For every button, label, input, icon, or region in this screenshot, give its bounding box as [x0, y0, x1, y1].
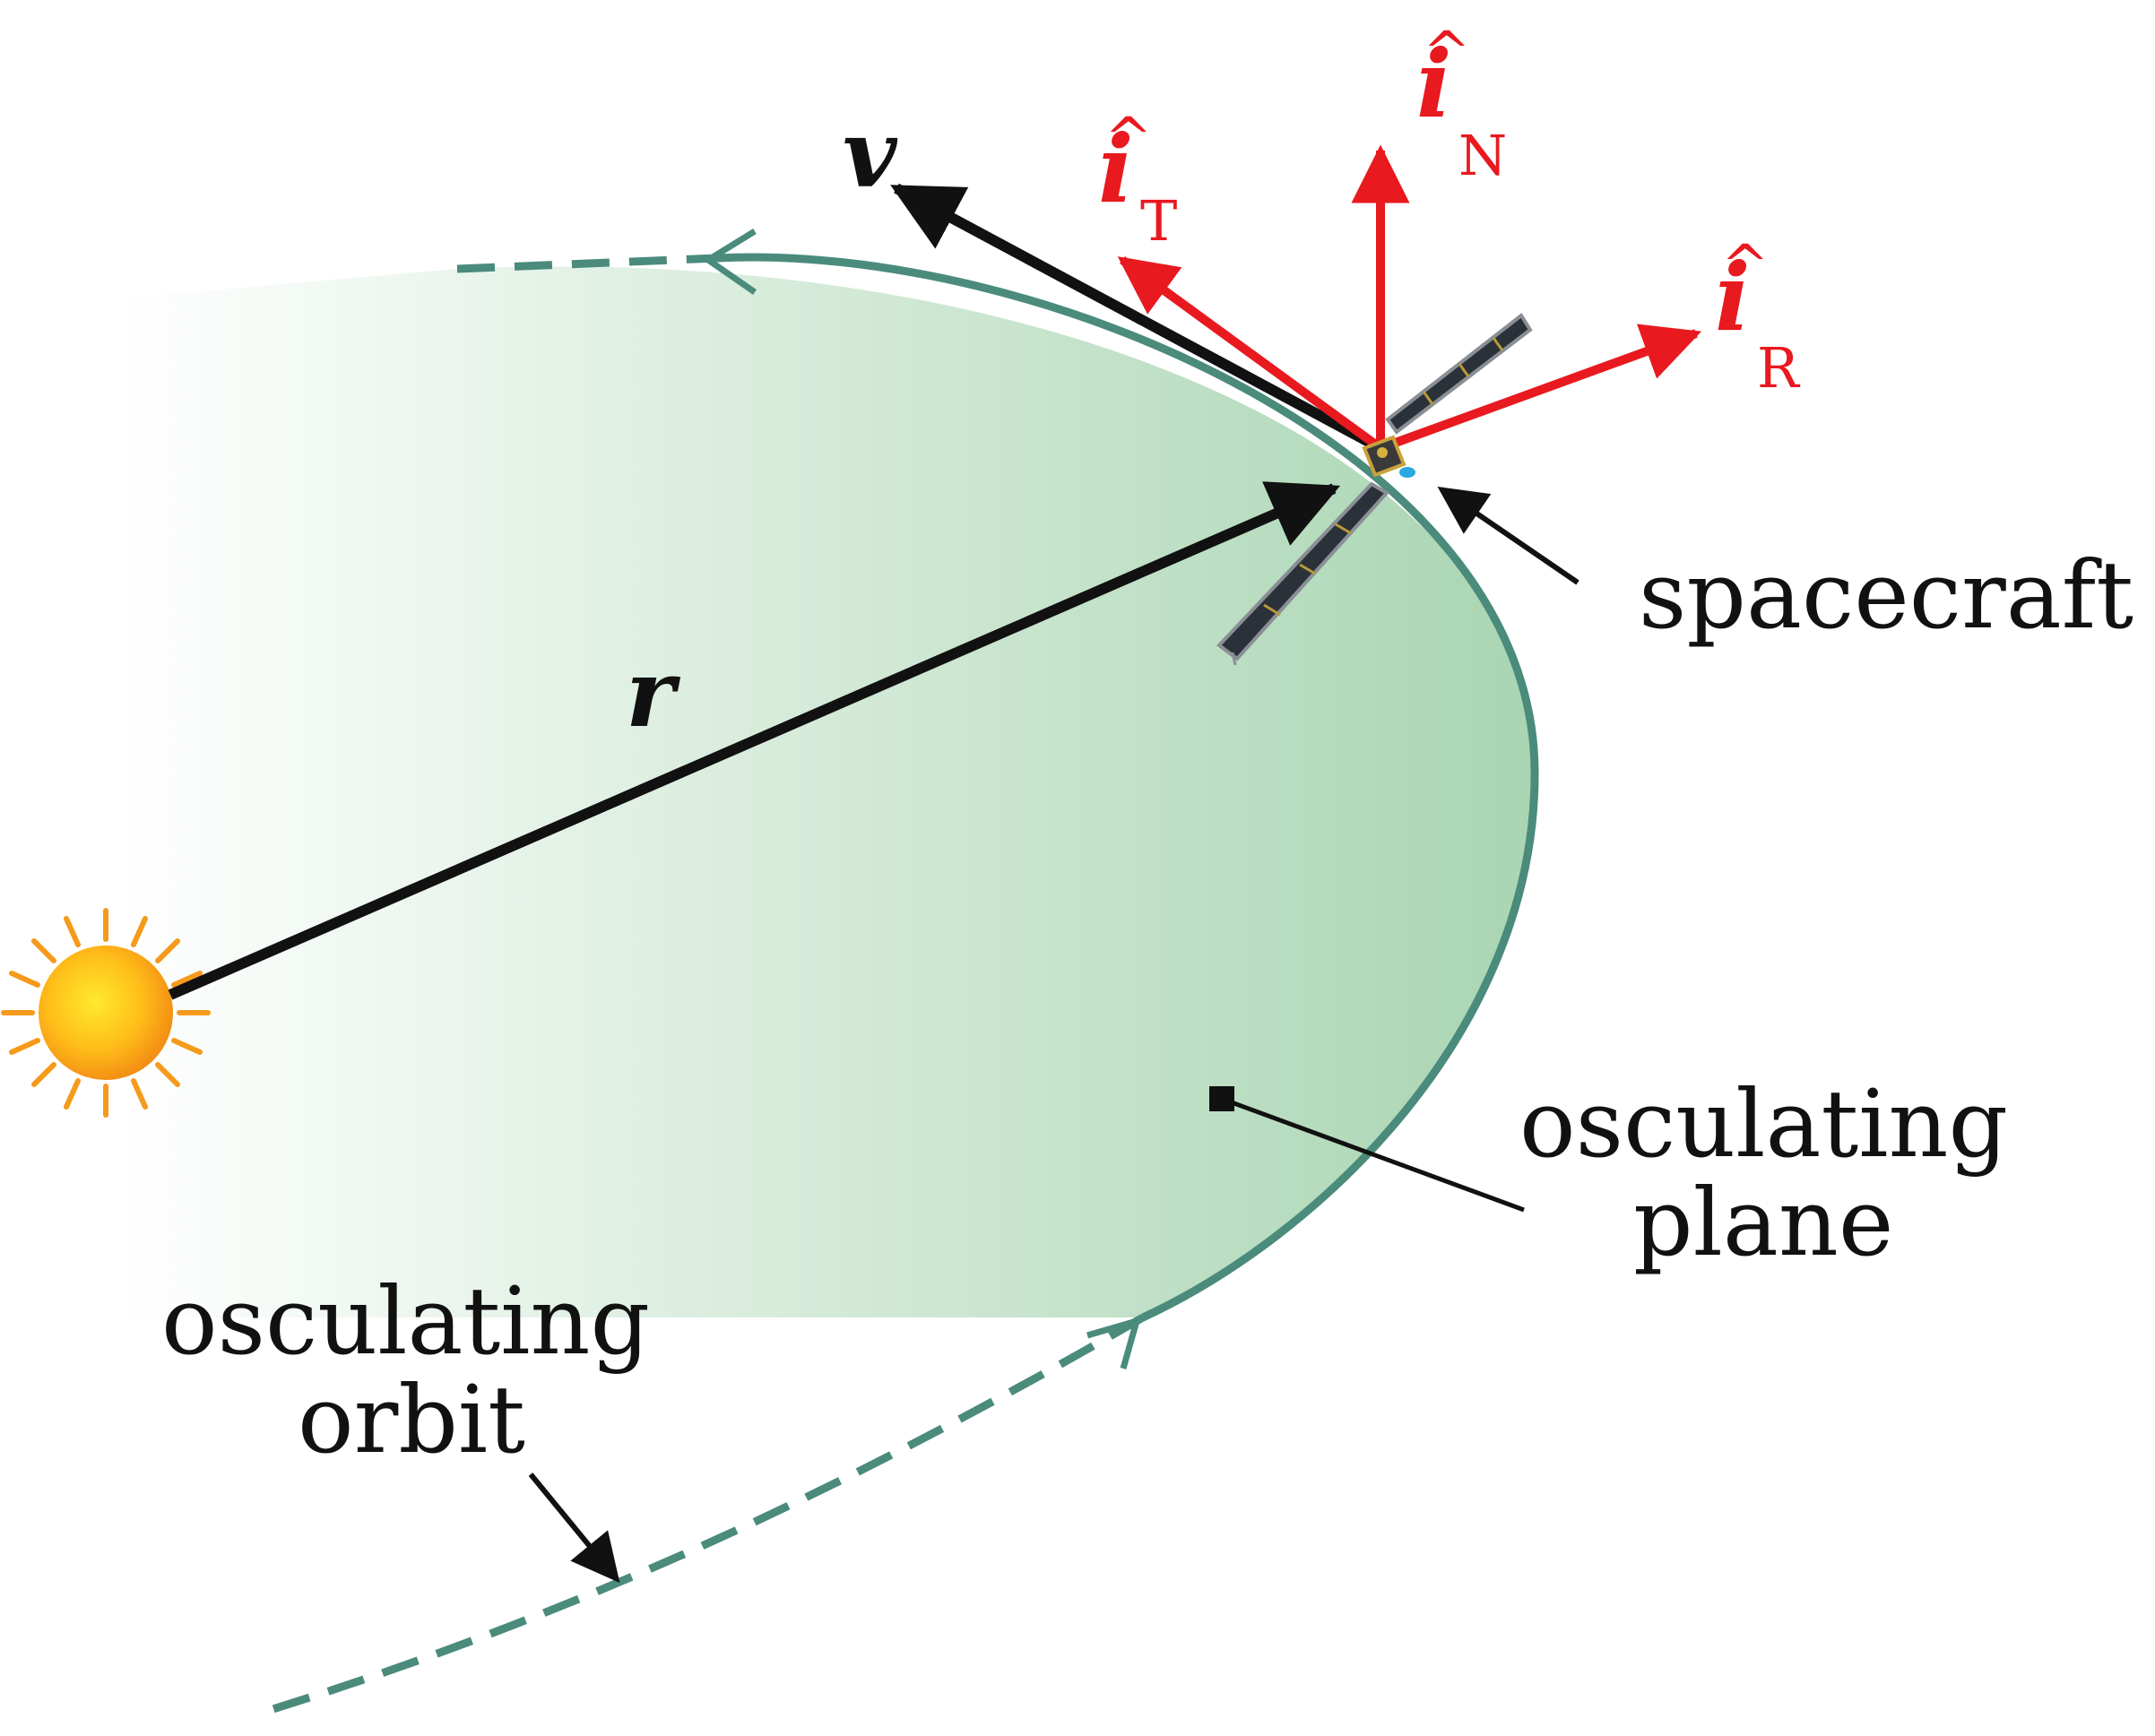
orbit-direction-chevron-upper: [702, 229, 757, 295]
plane-pointer-marker: [1209, 1086, 1234, 1111]
position-vector-label: r: [626, 638, 681, 748]
velocity-vector-arrow: [890, 183, 1383, 453]
spacecraft-pointer-arrow: [1437, 486, 1579, 585]
normal-base: i: [1416, 29, 1452, 139]
tangential-subscript: T: [1140, 188, 1177, 254]
velocity-vector-label: v: [843, 99, 898, 209]
radial-axis-label: ^ i R: [1715, 233, 1801, 401]
plane-pointer-line: [1221, 1096, 1525, 1213]
radial-hat: ^: [1721, 233, 1770, 299]
plane-label-line1: osculating: [1519, 1069, 2008, 1179]
plane-label-line2: plane: [1633, 1168, 1893, 1277]
tangential-base: i: [1098, 114, 1134, 224]
tangential-axis-label: ^ i T: [1098, 106, 1177, 254]
osculating-plane: [117, 266, 1536, 1318]
tangential-axis-arrow: [1117, 255, 1383, 453]
spacecraft-label: spacecraft: [1639, 540, 2133, 650]
orbit-label-line2: orbit: [298, 1365, 525, 1474]
orbit-direction-chevron-lower: [1086, 1316, 1142, 1369]
position-vector-arrow: [168, 481, 1341, 1000]
normal-hat: ^: [1423, 20, 1471, 86]
tangential-hat: ^: [1104, 106, 1153, 172]
radial-axis-arrow: [1379, 324, 1702, 453]
spacecraft-icon: [1216, 313, 1533, 666]
orbit-solid: [716, 253, 1539, 1322]
orbit-dashed-lower: [263, 1314, 1146, 1716]
radial-base: i: [1715, 242, 1751, 352]
orbit-dashed-upper: [456, 254, 718, 273]
sun-icon: [1, 908, 211, 1118]
normal-axis-label: ^ i N: [1416, 20, 1507, 188]
normal-subscript: N: [1458, 123, 1507, 188]
orbit-pointer-arrow: [528, 1473, 620, 1584]
radial-subscript: R: [1757, 335, 1801, 401]
orbit-label-line1: osculating: [161, 1266, 650, 1376]
